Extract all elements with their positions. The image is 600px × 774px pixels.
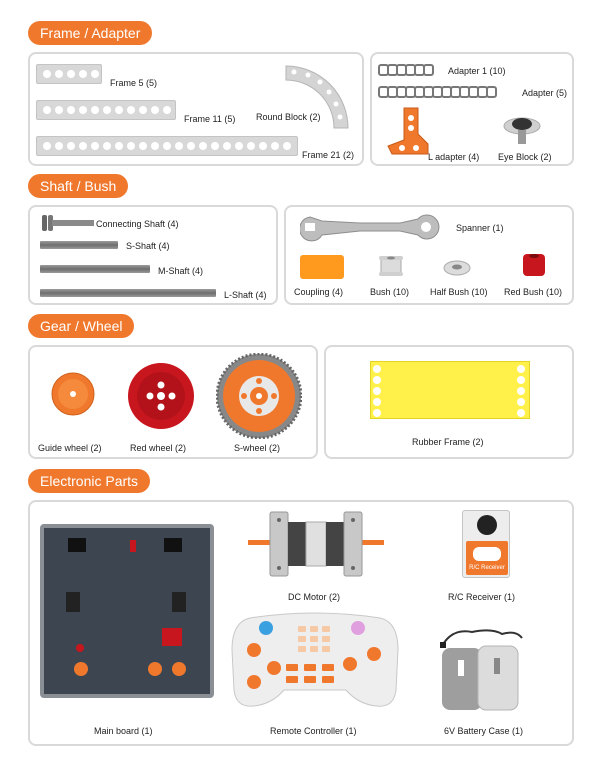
electronic-panel: Main board (1) DC Motor (2) R/C Receiver… (28, 500, 574, 746)
rc-receiver-image: R/C Receiver (462, 510, 510, 578)
round-block-image (285, 65, 349, 129)
section-title-gear: Gear / Wheel (28, 314, 135, 338)
s-wheel-label: S-wheel (2) (234, 443, 281, 453)
frame-11-image (36, 100, 176, 120)
l-adapter-label: L adapter (4) (428, 152, 480, 162)
rc-receiver-label: R/C Receiver (1) (448, 592, 516, 602)
bush-label: Bush (10) (370, 287, 410, 297)
remote-controller-image (231, 612, 399, 707)
dc-motor-image (248, 511, 384, 577)
battery-case-label: 6V Battery Case (1) (444, 726, 524, 736)
frame-21-image (36, 136, 298, 156)
shaft-panel: Connecting Shaft (4) S-Shaft (4) M-Shaft… (28, 205, 278, 305)
connecting-shaft-label: Connecting Shaft (4) (96, 219, 179, 229)
red-wheel-label: Red wheel (2) (130, 443, 187, 453)
red-wheel-image (128, 363, 194, 429)
s-shaft-image (40, 241, 118, 249)
s-wheel-image (216, 353, 302, 439)
section-title-frame: Frame / Adapter (28, 21, 153, 45)
dc-motor-label: DC Motor (2) (288, 592, 341, 602)
spanner-label: Spanner (1) (456, 223, 504, 233)
guide-wheel-image (51, 372, 95, 416)
remote-controller-label: Remote Controller (1) (270, 726, 357, 736)
s-shaft-label: S-Shaft (4) (126, 241, 170, 251)
frame-panel: Frame 5 (5) Frame 11 (5) Frame 21 (2) Ro… (28, 52, 364, 166)
adapter-1-label: Adapter 1 (10) (448, 66, 506, 76)
guide-wheel-label: Guide wheel (2) (38, 443, 102, 453)
eye-block-image (503, 117, 541, 144)
gear-panel: Guide wheel (2) Red wheel (2) S-wheel (2… (28, 345, 318, 459)
m-shaft-image (40, 265, 150, 273)
half-bush-label: Half Bush (10) (430, 287, 488, 297)
rc-receiver-tag: R/C Receiver (469, 565, 505, 571)
l-adapter-image (387, 107, 429, 155)
coupling-image (300, 255, 344, 279)
rubber-frame-label: Rubber Frame (2) (412, 437, 484, 447)
m-shaft-label: M-Shaft (4) (158, 266, 204, 276)
red-bush-image (523, 254, 545, 276)
rubber-frame-image (370, 361, 530, 419)
frame-21-label: Frame 21 (2) (302, 150, 355, 160)
connecting-shaft-image (42, 215, 94, 231)
bush-image (379, 256, 403, 276)
frame-5-image (36, 64, 102, 84)
adapter-label: Adapter (5) (522, 88, 568, 98)
coupling-label: Coupling (4) (294, 287, 344, 297)
eye-block-label: Eye Block (2) (498, 152, 552, 162)
round-block-label: Round Block (2) (256, 112, 321, 122)
frame-11-label: Frame 11 (5) (184, 114, 236, 124)
l-shaft-image (40, 289, 216, 297)
bush-panel: Spanner (1) Coupling (4) Bush (10) Half … (284, 205, 574, 305)
frame-5-label: Frame 5 (5) (110, 78, 158, 88)
main-board-image (40, 524, 214, 698)
adapter-panel: Adapter 1 (10) Adapter (5) L adapter (4)… (370, 52, 574, 166)
main-board-label: Main board (1) (94, 726, 153, 736)
l-shaft-label: L-Shaft (4) (224, 290, 267, 300)
spanner-image (300, 214, 440, 242)
rubber-frame-panel: Rubber Frame (2) (324, 345, 574, 459)
adapter-1-image (378, 64, 434, 76)
red-bush-label: Red Bush (10) (504, 287, 563, 297)
section-title-shaft: Shaft / Bush (28, 174, 129, 198)
half-bush-image (443, 260, 471, 276)
battery-case-image (440, 629, 523, 711)
adapter-image (378, 86, 497, 98)
section-title-electronic: Electronic Parts (28, 469, 151, 493)
